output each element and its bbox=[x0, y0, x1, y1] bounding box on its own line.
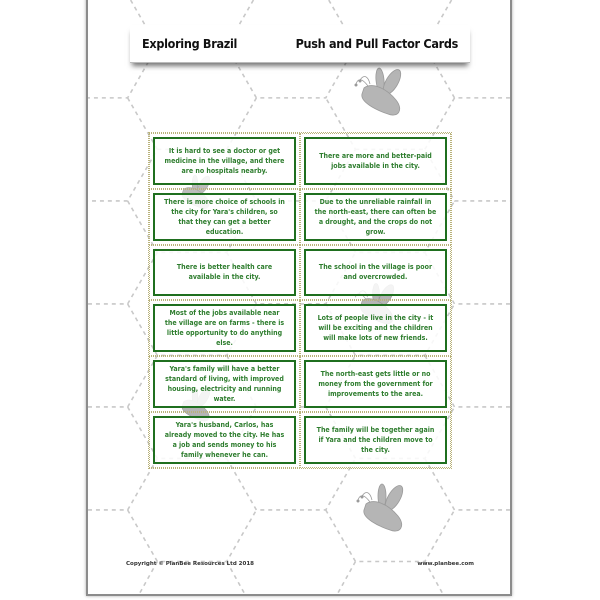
card-grid: It is hard to see a doctor or get medici… bbox=[148, 132, 452, 469]
card-text: The family will be together again if Yar… bbox=[316, 426, 435, 454]
header-right-title: Push and Pull Factor Cards bbox=[295, 36, 459, 51]
factor-card: Yara's family will have a better standar… bbox=[153, 360, 296, 408]
card-text: Yara's husband, Carlos, has already move… bbox=[164, 421, 285, 459]
card-cell: There is better health care available in… bbox=[149, 244, 300, 300]
factor-card: Due to the unreliable rainfall in the no… bbox=[304, 192, 447, 241]
factor-card: Yara's husband, Carlos, has already move… bbox=[153, 416, 296, 464]
card-cell: Lots of people live in the city - it wil… bbox=[300, 300, 451, 356]
card-text: There is more choice of schools in the c… bbox=[164, 197, 285, 236]
bee-icon bbox=[356, 483, 404, 532]
copyright-text: Copyright © PlanBee Resources Ltd 2018 bbox=[126, 561, 254, 567]
card-cell: Yara's husband, Carlos, has already move… bbox=[149, 412, 300, 468]
card-text: Yara's family will have a better standar… bbox=[165, 365, 284, 403]
card-cell: Yara's family will have a better standar… bbox=[149, 356, 300, 412]
header-left-title: Exploring Brazil bbox=[142, 36, 238, 51]
bee-icon bbox=[354, 67, 402, 116]
card-cell: It is hard to see a doctor or get medici… bbox=[149, 133, 300, 189]
factor-card: The north-east gets little or no money f… bbox=[304, 360, 447, 408]
card-text: It is hard to see a doctor or get medici… bbox=[164, 146, 285, 175]
card-text: Lots of people live in the city - it wil… bbox=[317, 314, 434, 342]
card-cell: The school in the village is poor and ov… bbox=[300, 244, 451, 300]
worksheet-page bbox=[86, 0, 512, 596]
card-cell: The north-east gets little or no money f… bbox=[300, 356, 451, 412]
card-text: The north-east gets little or no money f… bbox=[318, 370, 433, 398]
factor-card: Lots of people live in the city - it wil… bbox=[304, 304, 447, 352]
factor-card: It is hard to see a doctor or get medici… bbox=[153, 137, 296, 185]
card-cell: There is more choice of schools in the c… bbox=[149, 188, 300, 245]
card-text: There are more and better-paid jobs avai… bbox=[319, 151, 432, 170]
website-link[interactable]: www.planbee.com bbox=[417, 561, 474, 567]
factor-card: The school in the village is poor and ov… bbox=[304, 248, 447, 296]
factor-card: There is better health care available in… bbox=[153, 248, 296, 296]
factor-card: There are more and better-paid jobs avai… bbox=[304, 137, 447, 185]
card-cell: Due to the unreliable rainfall in the no… bbox=[300, 188, 451, 245]
factor-card: Most of the jobs available near the vill… bbox=[153, 304, 296, 352]
card-text: The school in the village is poor and ov… bbox=[318, 263, 433, 282]
card-cell: There are more and better-paid jobs avai… bbox=[300, 133, 451, 189]
card-text: Due to the unreliable rainfall in the no… bbox=[314, 197, 437, 236]
card-text: Most of the jobs available near the vill… bbox=[164, 309, 285, 347]
card-text: There is better health care available in… bbox=[176, 263, 273, 282]
card-cell: The family will be together again if Yar… bbox=[300, 412, 451, 468]
header-banner: Exploring Brazil Push and Pull Factor Ca… bbox=[130, 25, 470, 63]
card-cell: Most of the jobs available near the vill… bbox=[149, 300, 300, 356]
factor-card: The family will be together again if Yar… bbox=[304, 416, 447, 464]
factor-card: There is more choice of schools in the c… bbox=[153, 192, 296, 241]
